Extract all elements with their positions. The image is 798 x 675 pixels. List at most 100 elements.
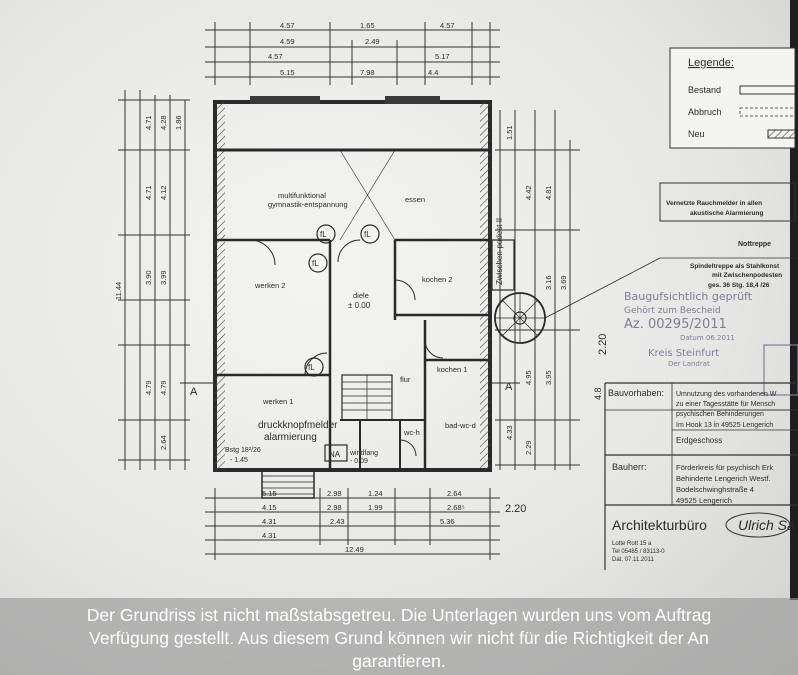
dim-left-label: 4.12 xyxy=(159,185,168,200)
architect-office: Architekturbüro xyxy=(612,517,707,533)
disclaimer-line: Verfügung gestellt. Aus diesem Grund kön… xyxy=(89,628,709,648)
dim-bottom-label: 2.64 xyxy=(447,489,462,498)
room-label-gymnastik: gymnastik-entspannung xyxy=(268,200,348,209)
dim-top-label: 4.57 xyxy=(440,21,455,30)
svg-text:Kreis Steinfurt: Kreis Steinfurt xyxy=(648,348,719,359)
smoke-detector-icon: fL xyxy=(316,224,336,244)
smoke-detector-note: Vernetzte Rauchmelder in allen akustisch… xyxy=(659,182,796,222)
left-dimension-chains xyxy=(118,90,190,470)
dim-bottom-label: 5.15 xyxy=(262,489,277,498)
svg-text:fL: fL xyxy=(308,363,315,372)
dim-left-label: 3.90 xyxy=(144,270,153,285)
dim-bottom-label: 4.31 xyxy=(262,531,277,540)
svg-text:Im Hook 13 in 49525 Lengerich: Im Hook 13 in 49525 Lengerich xyxy=(676,422,773,429)
dim-left-label: 4.71 xyxy=(144,185,153,200)
label-alarmierung: alarmierung xyxy=(264,432,317,443)
smoke-detector-icon: fL xyxy=(360,224,380,244)
svg-text:Umnutzung des vorhandenen W: Umnutzung des vorhandenen W xyxy=(676,391,777,398)
na-label: NA xyxy=(329,450,341,459)
dim-top-label: 2.49 xyxy=(365,37,380,46)
top-dimension-labels: 4.57 1.65 4.57 4.59 2.49 4.57 5.17 5.15 … xyxy=(268,21,455,77)
svg-text:Förderkreis für psychisch Erk: Förderkreis für psychisch Erk xyxy=(676,463,773,472)
room-label-werken-1: werken 1 xyxy=(262,397,293,406)
diele-level: ± 0.00 xyxy=(348,301,371,310)
svg-text:fL: fL xyxy=(312,259,319,268)
dim-right-label: 4.95 xyxy=(524,370,533,385)
dim-top-label: 5.17 xyxy=(435,52,450,61)
svg-text:psychischen Behinderungen: psychischen Behinderungen xyxy=(676,411,764,418)
dim-bottom-label: 1.24 xyxy=(368,489,383,498)
legend-title: Legende: xyxy=(688,57,734,69)
svg-text:ges. 36 Stg. 18,4 /26: ges. 36 Stg. 18,4 /26 xyxy=(708,282,770,289)
dim-bottom-label: 2.98 xyxy=(327,503,342,512)
disclaimer-line: garantieren. xyxy=(352,651,446,671)
building-walls xyxy=(180,96,520,499)
dim-left-label: 4.79 xyxy=(144,380,153,395)
room-label-bad: bad-wc-d xyxy=(445,421,476,430)
svg-text:Gehört zum Bescheid: Gehört zum Bescheid xyxy=(624,306,721,316)
emergency-stair-note: Nottreppe Spindeltreppe als Stahlkonst m… xyxy=(660,241,795,289)
approval-stamp: Baugufsichtlich geprüft Gehört zum Besch… xyxy=(624,290,798,396)
dim-right-label: 2.29 xyxy=(524,440,533,455)
svg-text:Spindeltreppe als Stahlkonst: Spindeltreppe als Stahlkonst xyxy=(690,263,780,270)
section-mark-left: A xyxy=(190,386,198,398)
room-labels: multifunktional gymnastik-entspannung es… xyxy=(190,191,513,465)
title-block xyxy=(604,382,798,570)
svg-text:Lotte Rott 15 a: Lotte Rott 15 a xyxy=(612,541,652,547)
stair-level-label: - 1.45 xyxy=(230,457,248,464)
dim-left-label: 4.79 xyxy=(159,380,168,395)
svg-text:fL: fL xyxy=(364,230,371,239)
legend-item-abbruch: Abbruch xyxy=(688,107,722,117)
dim-top-label: 7.98 xyxy=(360,68,375,77)
dim-top-label: 4.57 xyxy=(280,21,295,30)
dim-right-label: 3.69 xyxy=(559,275,568,290)
svg-text:akustische Alarmierung: akustische Alarmierung xyxy=(690,210,763,217)
label-druckknopfmelder: druckknopfmelder xyxy=(258,420,338,431)
smoke-detectors: fL fL fL fL xyxy=(304,224,380,377)
svg-text:Dat. 07.11.2011: Dat. 07.11.2011 xyxy=(612,557,654,563)
windfang-level: - 0.09 xyxy=(350,458,368,465)
svg-text:49525 Lengerich: 49525 Lengerich xyxy=(676,496,732,505)
legend-item-neu: Neu xyxy=(688,129,705,139)
dim-right-label: 1.51 xyxy=(505,125,514,140)
room-label-kochen-1: kochen 1 xyxy=(437,365,467,374)
dim-right-label: 4.42 xyxy=(524,185,533,200)
dim-right-label: 4.33 xyxy=(505,425,514,440)
dim-top-label: 5.15 xyxy=(280,68,295,77)
room-label-essen: essen xyxy=(405,195,425,204)
room-label-wc: wc-h xyxy=(403,428,420,437)
dim-top-label: 1.65 xyxy=(360,21,375,30)
room-label-kochen-2: kochen 2 xyxy=(422,275,452,284)
svg-text:Nottreppe: Nottreppe xyxy=(738,241,771,248)
bauherr-label: Bauherr: xyxy=(612,462,647,472)
svg-text:zu einer Tagesstätte für Mensc: zu einer Tagesstätte für Mensch xyxy=(676,401,775,408)
dim-right-label: 4.8 xyxy=(593,387,603,400)
svg-text:Tel 05485 / 83113-0: Tel 05485 / 83113-0 xyxy=(612,549,665,555)
dim-top-label: 4.59 xyxy=(280,37,295,46)
disclaimer-caption: Der Grundriss ist nicht maßstabsgetreu. … xyxy=(0,598,798,675)
vorhaben-label: Bauvorhaben: xyxy=(608,388,664,398)
room-label-zwischenpodest: Zwischen-podest II xyxy=(495,218,504,285)
top-dimension-chains xyxy=(205,22,500,85)
svg-text:Az. 00295/2011: Az. 00295/2011 xyxy=(624,317,727,332)
dim-bottom-label: 2.68⁵ xyxy=(447,503,465,512)
svg-text:fL: fL xyxy=(320,230,327,239)
architect-name: Ulrich Sa xyxy=(738,517,795,533)
dim-top-label: 4.57 xyxy=(268,52,283,61)
dim-bottom-label: 2.20 xyxy=(505,503,526,515)
dim-left-label: 1.86 xyxy=(174,115,183,130)
spiral-stair xyxy=(491,239,661,344)
dim-left-label: 2.64 xyxy=(159,435,168,450)
dim-top-label: 4.4 xyxy=(428,68,438,77)
smoke-detector-icon: fL xyxy=(304,357,324,377)
dim-left-label: 4.71 xyxy=(144,115,153,130)
svg-text:Vernetzte Rauchmelder in allen: Vernetzte Rauchmelder in allen xyxy=(666,200,762,207)
room-label-flur: flur xyxy=(400,375,411,384)
svg-text:Baugufsichtlich geprüft: Baugufsichtlich geprüft xyxy=(624,290,753,303)
dim-bottom-label: 4.15 xyxy=(262,503,277,512)
dim-left-label: 11.44 xyxy=(114,282,123,300)
dim-bottom-label: 12.49 xyxy=(345,545,364,554)
room-label-multifunktional: multifunktional xyxy=(278,191,326,200)
dim-right-label: 4.81 xyxy=(544,185,553,200)
